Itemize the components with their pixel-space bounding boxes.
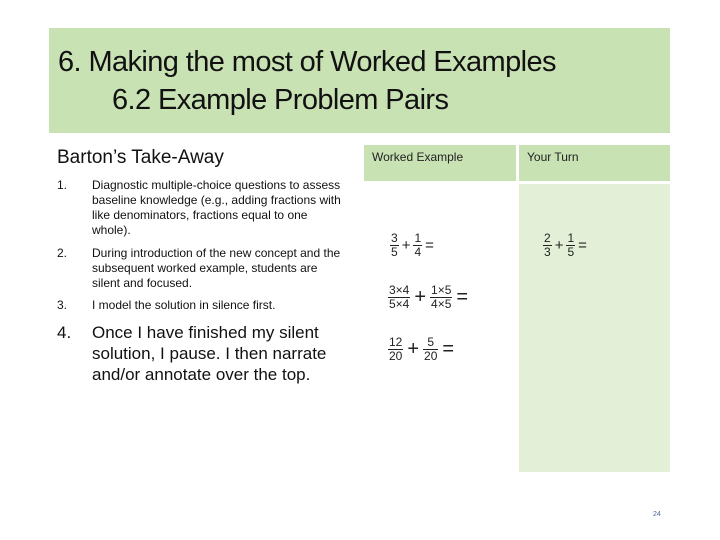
takeaway-heading: Barton’s Take-Away (57, 147, 224, 168)
equals-sign: = (456, 286, 469, 308)
plus-sign: + (554, 237, 564, 254)
list-item-text: Diagnostic multiple-choice questions to … (92, 178, 341, 237)
title-band (49, 28, 670, 133)
equals-sign: = (425, 237, 434, 254)
plus-sign: + (401, 237, 411, 254)
slide-subtitle: 6.2 Example Problem Pairs (112, 84, 449, 116)
worked-example-cell (364, 184, 516, 472)
worked-example-header: Worked Example (364, 145, 516, 181)
page-number: 24 (653, 511, 661, 518)
your-turn-cell (519, 184, 670, 472)
list-item-text: Once I have finished my silent solution,… (92, 323, 327, 384)
list-item-text: I model the solution in silence first. (92, 298, 276, 312)
equals-sign: = (578, 237, 587, 254)
list-item-number: 4. (57, 323, 72, 342)
worked-example-label: Worked Example (372, 150, 464, 164)
list-item-text: During introduction of the new concept a… (92, 246, 341, 290)
plus-sign: + (407, 338, 420, 360)
list-item-number: 2. (57, 246, 68, 260)
slide-title: 6. Making the most of Worked Examples (58, 46, 556, 78)
list-item-number: 3. (57, 298, 68, 312)
equals-sign: = (442, 338, 455, 360)
your-turn-label: Your Turn (527, 150, 579, 164)
plus-sign: + (414, 286, 427, 308)
your-turn-header: Your Turn (519, 145, 670, 181)
list-item-number: 1. (57, 178, 68, 192)
